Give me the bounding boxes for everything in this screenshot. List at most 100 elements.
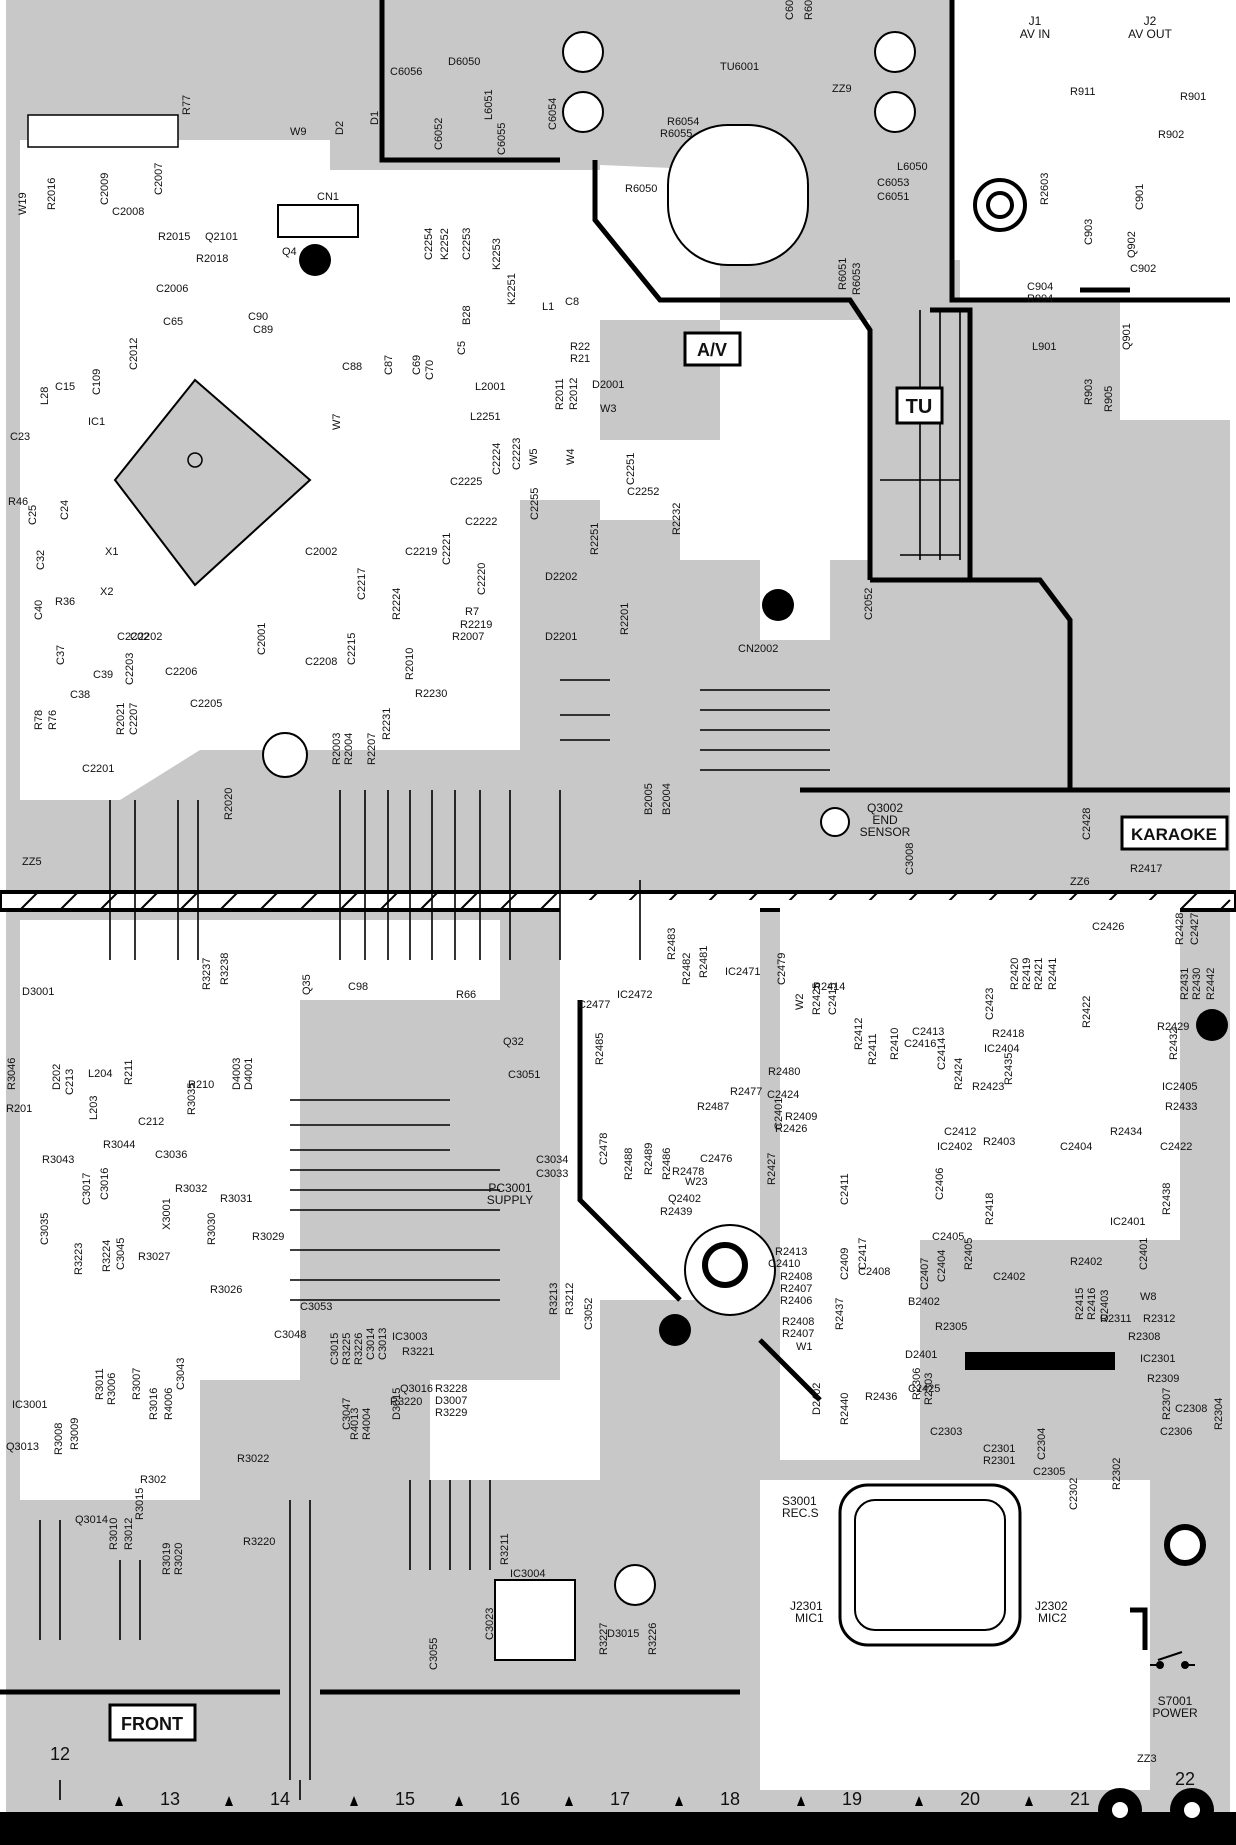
ref-label-r2421: R2421	[1033, 958, 1045, 990]
ruler-mark-22: 22	[1175, 1769, 1195, 1789]
ref-label-c2415: C2415	[827, 983, 839, 1015]
ref-label-l203: L203	[88, 1096, 100, 1120]
ruler-mark-15: 15	[395, 1789, 415, 1809]
ref-label-r2478: R2478	[672, 1166, 704, 1178]
ref-label-c87: C87	[383, 355, 395, 375]
ref-label-c2215: C2215	[346, 633, 358, 665]
connector-end-sensor-line3: SENSOR	[860, 825, 911, 839]
ref-label-ic1: IC1	[88, 416, 105, 428]
ref-label-c3033: C3033	[536, 1168, 568, 1180]
ref-label-q3013: Q3013	[6, 1441, 39, 1453]
ref-label-d1: D1	[369, 111, 381, 125]
ref-label-c2006: C2006	[156, 283, 188, 295]
ref-label-r2415: R2415	[1074, 1288, 1086, 1320]
ref-label-c2427: C2427	[1189, 913, 1201, 945]
ref-label-d3015b: D3015	[607, 1628, 639, 1640]
ref-label-r3223: R3223	[73, 1243, 85, 1275]
ref-label-r46: R46	[8, 496, 28, 508]
ref-label-d4003: D4003	[231, 1058, 243, 1090]
ref-label-r3029: R3029	[252, 1231, 284, 1243]
ref-label-c2052: C2052	[863, 588, 875, 620]
ref-label-c2405: C2405	[932, 1231, 964, 1243]
ref-label-r2408: R2408	[780, 1271, 812, 1283]
ref-label-c90: C90	[248, 311, 268, 323]
ref-label-r3220: R3220	[390, 1396, 422, 1408]
ref-label-r2489: R2489	[643, 1143, 655, 1175]
connector-j1-line2: AV IN	[1020, 27, 1050, 41]
ref-label-w4: W4	[565, 449, 577, 466]
ref-label-x2: X2	[100, 586, 113, 598]
ruler-mark-17: 17	[610, 1789, 630, 1809]
connector-end-sensor-line2: END	[872, 813, 898, 827]
ref-label-r901: R901	[1180, 91, 1206, 103]
ruler-mark-12: 12	[50, 1744, 70, 1764]
ref-label-d2: D2	[334, 121, 346, 135]
ref-label-r2482: R2482	[681, 953, 693, 985]
ref-label-c213: C213	[64, 1069, 76, 1095]
ic2301-strip	[965, 1352, 1115, 1370]
ref-label-r2417: R2417	[1130, 863, 1162, 875]
ref-label-r2311: R2311	[1100, 1313, 1132, 1325]
ruler-mark-20: 20	[960, 1789, 980, 1809]
connector-s3001-line2: REC.S	[782, 1506, 819, 1520]
ref-label-r2414: R2414	[813, 981, 845, 993]
ref-label-r2423: R2423	[972, 1081, 1004, 1093]
boxed-label-av: A/V	[683, 331, 742, 367]
ref-label-r2309: R2309	[1147, 1373, 1179, 1385]
ref-label-r2419: R2419	[1021, 958, 1033, 990]
ref-label-r2428: R2428	[1174, 913, 1186, 945]
ref-label-q902: Q902	[1126, 231, 1138, 258]
ref-label-r2007: R2007	[452, 631, 484, 643]
ref-label-r903: R903	[1083, 379, 1095, 405]
ref-label-r2480: R2480	[768, 1066, 800, 1078]
ref-label-r3237: R3237	[201, 958, 213, 990]
ref-label-tu6001: TU6001	[720, 61, 759, 73]
ref-label-c2404b: C2404	[936, 1250, 948, 1282]
ref-label-r911: R911	[1070, 86, 1095, 98]
ref-label-r3226b: R3226	[647, 1623, 659, 1655]
ref-label-r2011: R2011	[554, 378, 566, 410]
ref-label-cn1: CN1	[317, 191, 339, 203]
ref-label-r3046: R3046	[6, 1058, 18, 1090]
ref-label-c2423: C2423	[984, 988, 996, 1020]
ref-label-r3011: R3011	[94, 1368, 106, 1400]
ref-label-c3045: C3045	[115, 1238, 127, 1270]
ref-label-r2437: R2437	[834, 1298, 846, 1330]
ref-label-c3043: C3043	[175, 1358, 187, 1390]
ref-label-c2301: C2301	[983, 1443, 1015, 1455]
ref-label-q3014: Q3014	[75, 1514, 108, 1526]
ref-label-c6056: C6056	[390, 66, 422, 78]
boxed-label-text: KARAOKE	[1131, 825, 1217, 844]
ref-label-r2409: R2409	[785, 1111, 817, 1123]
ruler-tick-13	[115, 1796, 123, 1806]
ref-label-c2424: C2424	[767, 1089, 799, 1101]
ref-label-r22: R22	[570, 341, 590, 353]
ref-label-c3016: C3016	[99, 1168, 111, 1200]
ref-label-c2221: C2221	[441, 533, 453, 565]
ref-label-c2428: C2428	[1081, 808, 1093, 840]
ref-label-c2416: C2416	[904, 1038, 936, 1050]
ref-label-r2201: R2201	[619, 603, 631, 635]
ref-label-r3009: R3009	[69, 1418, 81, 1450]
boxed-label-text: A/V	[697, 340, 727, 360]
ref-label-r2603: R2603	[1039, 173, 1051, 205]
ref-label-r3227: R3227	[598, 1623, 610, 1655]
connector-j2301-line1: J2301	[790, 1599, 823, 1613]
ref-label-r210: R210	[188, 1079, 214, 1091]
ref-label-r2425: R2425	[811, 983, 823, 1015]
ref-label-ic2402: IC2402	[937, 1141, 972, 1153]
ref-label-c2476: C2476	[700, 1153, 732, 1165]
ref-label-c24: C24	[59, 500, 71, 520]
ref-label-q2402: Q2402	[668, 1193, 701, 1205]
fiducial-1	[762, 589, 794, 621]
ref-label-c3055: C3055	[428, 1638, 440, 1670]
connector-labels: J1 AV IN J2 AV OUT Q3002 END SENSOR PC30…	[487, 14, 1198, 1720]
ref-label-r2004: R2004	[343, 733, 355, 765]
ref-label-c3034: C3034	[536, 1154, 568, 1166]
ruler-tick-17	[565, 1796, 573, 1806]
ref-label-r2230: R2230	[415, 688, 447, 700]
ref-label-r3043: R3043	[42, 1154, 74, 1166]
ref-label-c2008: C2008	[112, 206, 144, 218]
ref-label-r2308: R2308	[1128, 1331, 1160, 1343]
ref-label-r2431: R2431	[1179, 968, 1191, 1000]
